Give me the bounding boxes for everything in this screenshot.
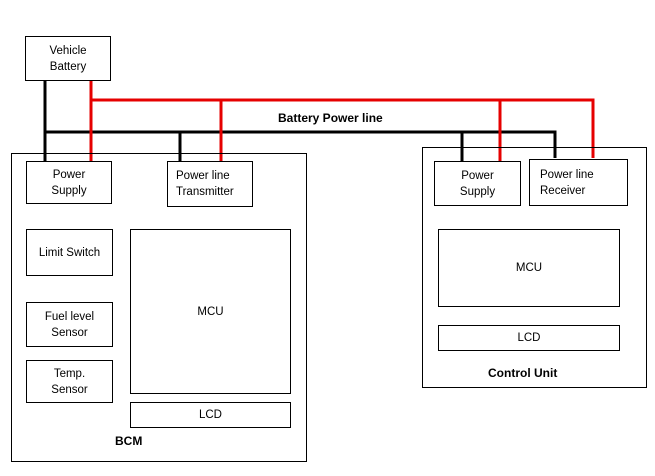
power-line-transmitter-box: Power line Transmitter xyxy=(167,161,253,207)
bcm-mcu-box: MCU xyxy=(130,229,291,394)
limit-switch-box: Limit Switch xyxy=(26,229,113,276)
battery-lines xyxy=(89,81,595,161)
battery-power-line-label: Battery Power line xyxy=(278,111,383,125)
cu-lcd-box: LCD xyxy=(438,325,620,351)
bcm-container xyxy=(11,153,307,462)
temp-sensor-box: Temp. Sensor xyxy=(26,360,113,403)
fuel-level-sensor-box: Fuel level Sensor xyxy=(26,302,113,347)
bcm-lcd-box: LCD xyxy=(130,402,291,428)
bcm-title: BCM xyxy=(115,434,143,448)
battery-bus xyxy=(89,81,595,158)
vehicle-battery-box: Vehicle Battery xyxy=(25,36,111,81)
control-unit-container xyxy=(422,147,647,388)
cu-power-supply-box: Power Supply xyxy=(434,161,521,206)
control-unit-title: Control Unit xyxy=(488,366,558,380)
ground-lines xyxy=(43,81,557,161)
cu-mcu-box: MCU xyxy=(438,229,620,307)
ground-bus xyxy=(43,81,557,158)
power-line-receiver-box: Power line Receiver xyxy=(529,159,628,206)
bcm-power-supply-box: Power Supply xyxy=(26,161,112,204)
